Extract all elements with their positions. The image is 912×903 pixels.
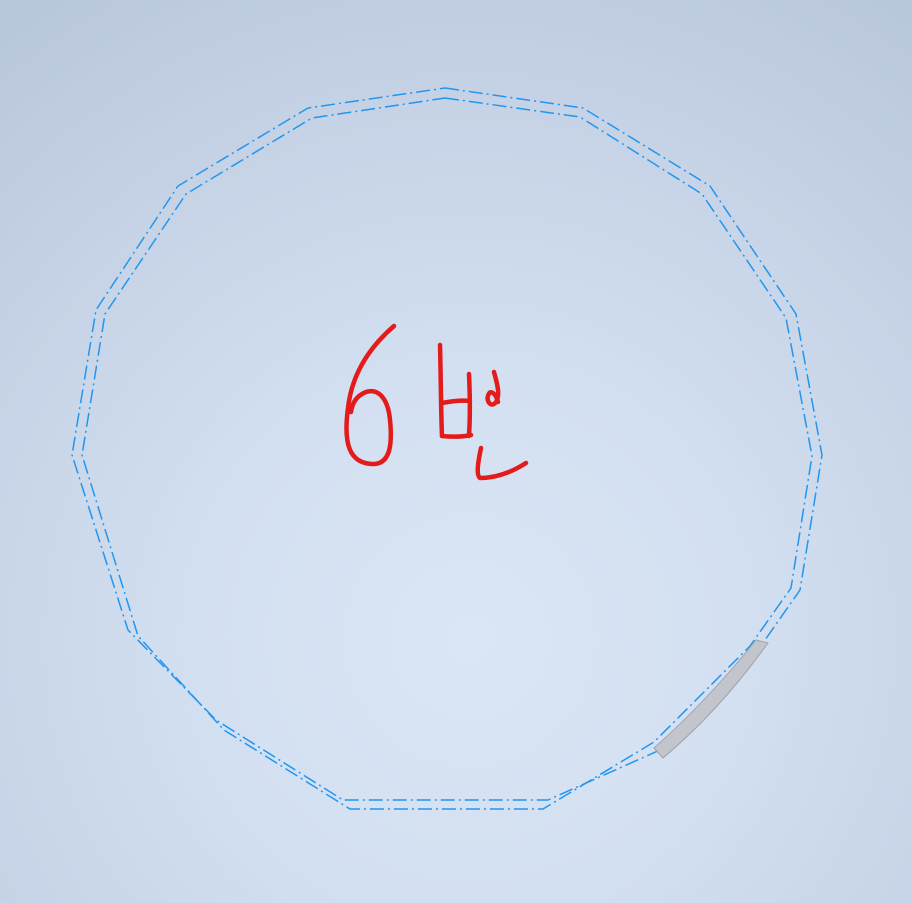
- annotation-stroke-korean-base: [475, 445, 529, 481]
- annotation-stroke-korean-side: [485, 369, 501, 407]
- inner-polygon-outline[interactable]: [81, 97, 813, 810]
- annotation-stroke-korean-left: [437, 342, 445, 439]
- annotation-stroke-digit-six: [344, 323, 397, 467]
- outer-polygon-outline[interactable]: [71, 87, 823, 801]
- selected-face-segment[interactable]: [653, 639, 769, 759]
- handwritten-annotation: [344, 323, 529, 481]
- annotation-stroke-korean-crossbar: [439, 398, 473, 406]
- annotation-stroke-korean-right: [466, 371, 472, 439]
- annotation-stroke-korean-bottom: [439, 432, 474, 439]
